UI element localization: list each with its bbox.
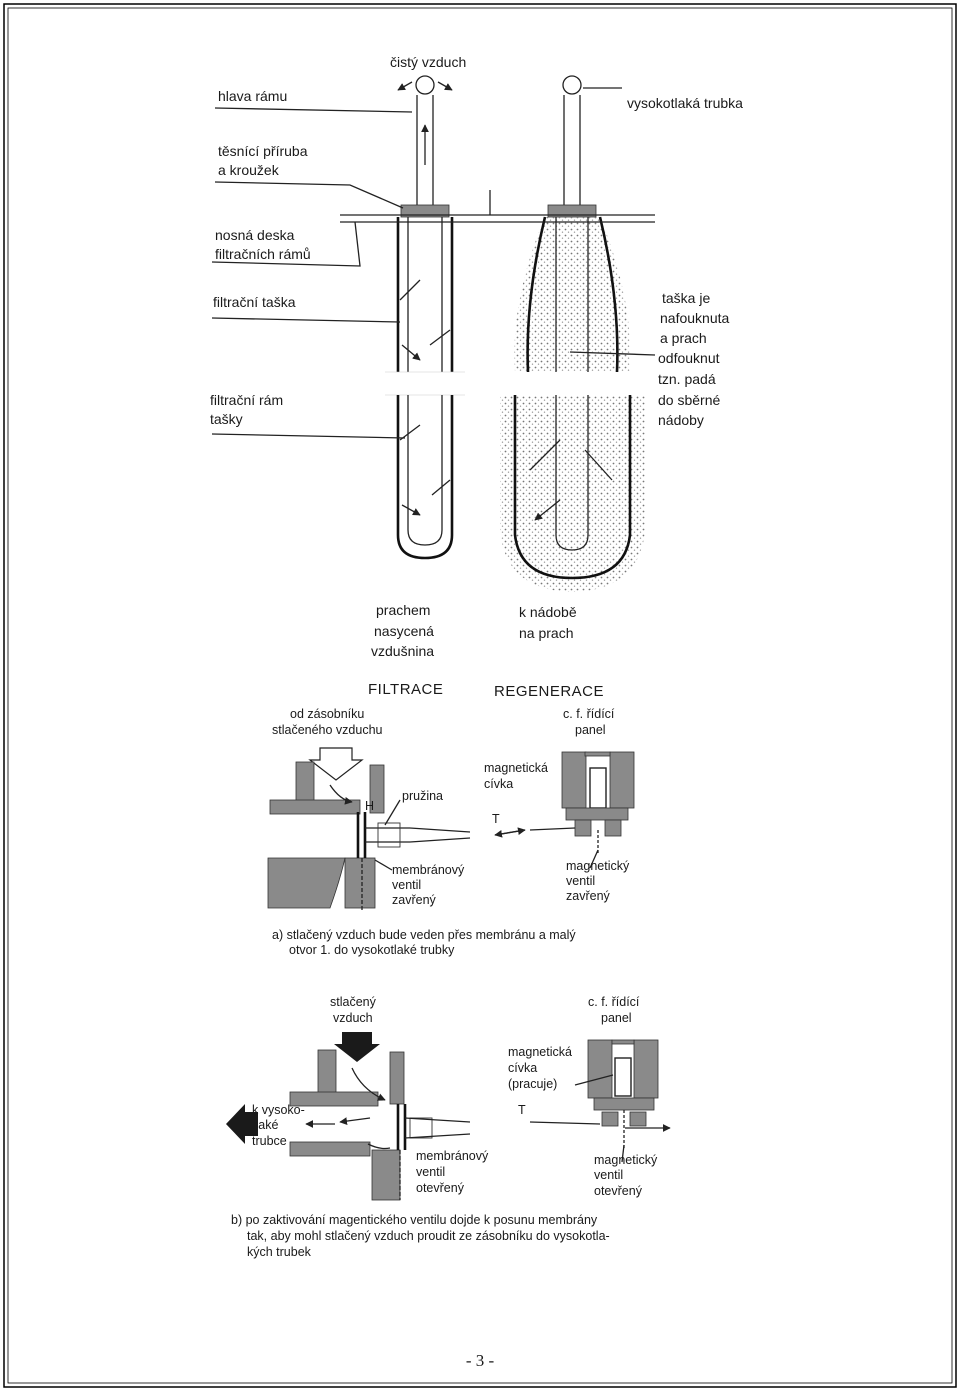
vb-coil-3: (pracuje) [508,1077,557,1091]
vb-compressed-1: stlačený [330,995,377,1009]
vb-mag-valve-2: ventil [594,1168,623,1182]
va-spring: pružina [402,789,443,803]
hp-tube-circle [562,75,582,95]
label-hp-tube: vysokotlaká trubka [627,95,743,111]
flange [400,204,450,218]
label-frame-head: hlava rámu [218,88,287,104]
label-inflated-7: nádoby [658,412,704,428]
va-mag-valve-1: magnetický [566,859,630,873]
label-inflated-2: nafouknuta [660,310,729,326]
label-to-container-1: k nádobě [519,604,577,620]
vb-to-hp-2: tlaké [252,1118,278,1132]
vb-caption-3: kých trubek [247,1245,312,1259]
va-caption-2: otvor 1. do vysokotlaké trubky [289,943,455,957]
va-from-tank-1: od zásobníku [290,707,364,721]
vb-mag-valve-1: magnetický [594,1153,658,1167]
va-membrane-3: zavřený [392,893,437,907]
vb-panel-1: c. f. řídící [588,995,640,1009]
dust-cloud-upper [514,217,631,372]
valve-a-diagram [267,747,635,910]
va-coil-1: magnetická [484,761,548,775]
vb-membrane-3: otevřený [416,1181,465,1195]
heading-regeneration: REGENERACE [494,683,604,700]
label-to-container-2: na prach [519,625,573,641]
va-membrane-2: ventil [392,878,421,892]
regeneration-bag [500,75,645,592]
label-bag-frame-2: tašky [210,411,243,427]
valve-b-diagram [226,1032,671,1201]
label-inflated-1: taška je [662,290,710,306]
label-flange-2: a kroužek [218,162,280,178]
label-plate-2: filtračních rámů [215,246,311,262]
label-inflated-4: odfouknut [658,350,720,366]
vb-caption-1: b) po zaktivování magentického ventilu d… [231,1213,598,1227]
va-panel-2: panel [575,723,606,737]
label-plate-1: nosná deska [215,227,295,243]
va-h: H [365,799,374,813]
va-caption-1: a) stlačený vzduch bude veden přes membr… [272,928,576,942]
vb-compressed-2: vzduch [333,1011,373,1025]
dust-cloud-lower [500,395,645,592]
page-border-inner [7,7,953,1384]
vb-t: T [518,1103,526,1117]
filtration-bag [385,75,465,560]
vb-membrane-2: ventil [416,1165,445,1179]
vb-coil-2: cívka [508,1061,537,1075]
vb-caption-2: tak, aby mohl stlačený vzduch proudit ze… [247,1229,610,1243]
va-mag-valve-3: zavřený [566,889,611,903]
label-dusty-3: vzdušnina [371,643,434,659]
label-inflated-5: tzn. padá [658,371,716,387]
label-dusty-1: prachem [376,602,430,618]
label-inflated-3: a prach [660,330,707,346]
va-panel-1: c. f. řídící [563,707,615,721]
vb-to-hp-1: k vysoko- [252,1103,305,1117]
label-bag: filtrační taška [213,294,296,310]
vb-panel-2: panel [601,1011,632,1025]
va-mag-valve-2: ventil [566,874,595,888]
support-plate [340,214,655,223]
heading-filtration: FILTRACE [368,681,443,698]
label-flange-1: těsnící příruba [218,143,308,159]
label-inflated-6: do sběrné [658,392,720,408]
vb-to-hp-3: trubce [252,1134,287,1148]
frame-head-circle [415,75,435,95]
vb-membrane-1: membránový [416,1149,489,1163]
page-number: - 3 - [466,1351,495,1370]
va-t: T [492,812,500,826]
vb-mag-valve-3: otevřený [594,1184,643,1198]
va-membrane-1: membránový [392,863,465,877]
label-dusty-2: nasycená [374,623,434,639]
va-from-tank-2: stlačeného vzduchu [272,723,383,737]
label-bag-frame-1: filtrační rám [210,392,283,408]
va-coil-2: cívka [484,777,513,791]
label-clean-air: čistý vzduch [390,54,466,70]
vb-coil-1: magnetická [508,1045,572,1059]
page-border [3,3,957,1388]
